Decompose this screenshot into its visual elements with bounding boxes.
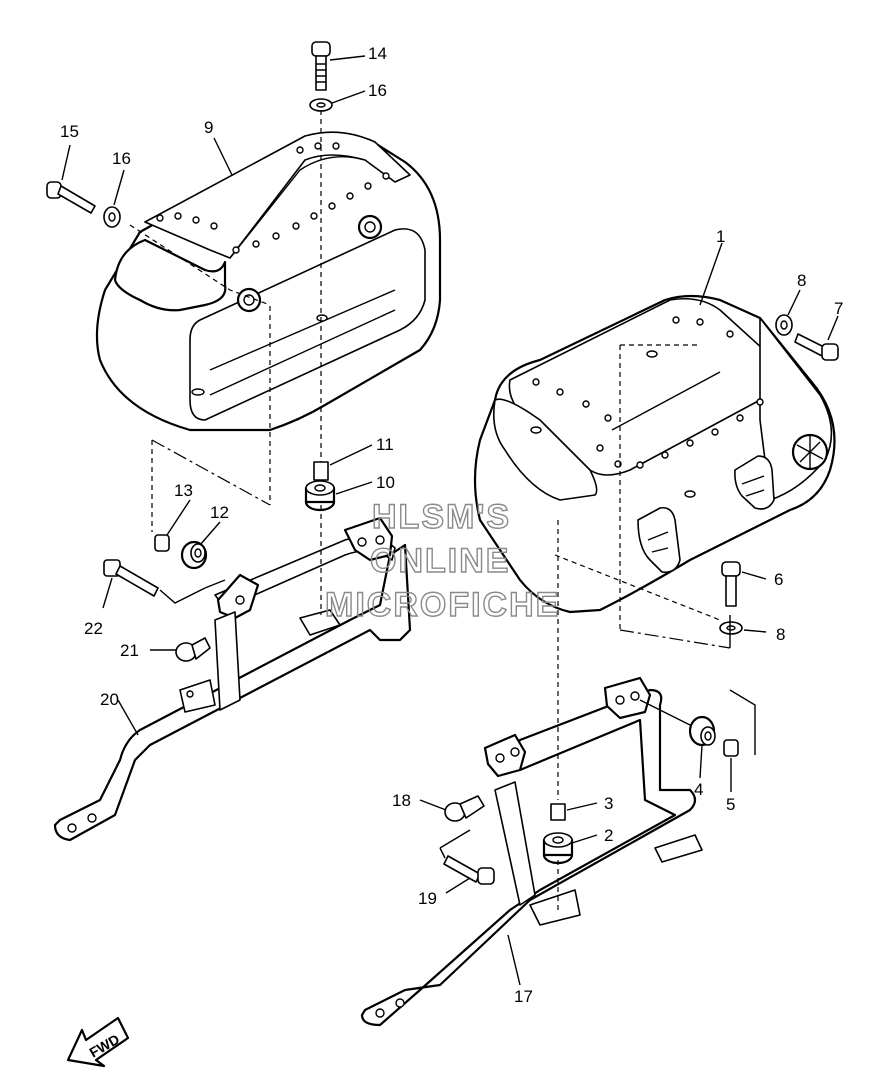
callout-6: 6 <box>774 570 783 589</box>
callout-19: 19 <box>418 889 437 908</box>
callout-15: 15 <box>60 122 79 141</box>
callout-18: 18 <box>392 791 411 810</box>
damper-21 <box>175 637 211 662</box>
callout-2: 2 <box>604 826 613 845</box>
callout-17: 17 <box>514 987 533 1006</box>
bolt-22 <box>103 559 159 597</box>
grommet-10 <box>304 480 336 512</box>
callout-16-top: 16 <box>368 81 387 100</box>
callout-11: 11 <box>376 435 394 454</box>
right-saddlebag <box>473 294 836 614</box>
callout-4: 4 <box>694 780 703 799</box>
callout-16-left: 16 <box>112 149 131 168</box>
collar-13 <box>154 534 170 552</box>
callout-13: 13 <box>174 481 193 500</box>
left-bag-stay <box>53 516 412 842</box>
assembly-lines <box>129 110 756 910</box>
callout-5: 5 <box>726 795 735 814</box>
callout-9: 9 <box>204 118 213 137</box>
fwd-direction-arrow: FWD <box>66 1016 130 1068</box>
callout-20: 20 <box>100 690 119 709</box>
collar-3 <box>550 803 566 821</box>
watermark: HLSM'S ONLINE MICROFICHE <box>324 497 560 624</box>
grommet-12 <box>180 540 208 570</box>
left-saddlebag-rivets <box>156 142 390 254</box>
small-hardware <box>46 41 839 885</box>
bolt-19 <box>443 855 495 885</box>
leader-lines <box>61 55 839 986</box>
callout-7: 7 <box>834 299 843 318</box>
right-bag-buckles <box>637 455 775 574</box>
grommet-4 <box>688 715 716 747</box>
callout-1: 1 <box>716 227 725 246</box>
callout-21: 21 <box>120 641 139 660</box>
watermark-line-1: HLSM'S <box>372 498 511 536</box>
callout-10: 10 <box>376 473 395 492</box>
bolt-15 <box>46 181 96 214</box>
callout-22: 22 <box>84 619 103 638</box>
callout-14: 14 <box>368 44 387 63</box>
callout-8-upper: 8 <box>797 271 806 290</box>
bolt-7 <box>794 333 839 361</box>
callout-numbers: 1 2 3 4 5 6 7 8 8 9 10 11 12 13 14 16 15… <box>60 44 843 1006</box>
watermark-line-2: ONLINE <box>370 542 510 580</box>
callout-8-lower: 8 <box>776 625 785 644</box>
callout-3: 3 <box>604 794 613 813</box>
left-saddlebag <box>95 131 442 432</box>
collar-11 <box>313 461 329 481</box>
bolt-14 <box>311 41 331 91</box>
grommet-2 <box>542 832 574 865</box>
watermark-line-3: MICROFICHE <box>325 586 560 624</box>
collar-5 <box>723 739 739 757</box>
right-saddlebag-rivets <box>532 316 764 469</box>
bolt-6 <box>721 561 741 607</box>
damper-18 <box>444 795 485 822</box>
callout-12: 12 <box>210 503 229 522</box>
right-bag-stay <box>360 676 703 1027</box>
